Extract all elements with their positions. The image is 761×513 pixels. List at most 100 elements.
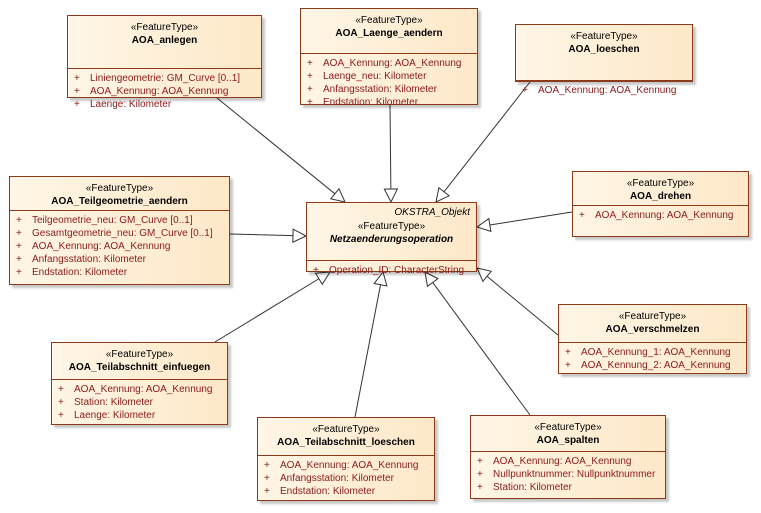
class-teilabschnitt-loeschen[interactable]: «FeatureType»AOA_Teilabschnitt_loeschen +… [257,417,435,501]
class-header: «FeatureType»AOA_drehen [573,172,748,203]
visibility-public: + [16,241,22,252]
class-name: AOA_spalten [536,435,600,446]
attribute-row: + AOA_Kennung_2: AOA_Kennung [559,359,746,372]
attribute-text: AOA_Kennung: AOA_Kennung [32,241,171,252]
visibility-public: + [264,460,270,471]
attribute-text: AOA_Kennung: AOA_Kennung [280,460,419,471]
visibility-public: + [16,228,22,239]
class-stereotype: «FeatureType» [85,183,154,194]
attribute-row: +Anfangsstation: Kilometer [301,83,477,96]
generalization-arrowhead [383,188,399,204]
class-attributes: + Liniengeometrie: GM_Curve [0..1]+AOA_Ke… [68,68,261,110]
class-attributes: + AOA_Kennung: AOA_Kennung [516,80,692,96]
class-anlegen[interactable]: «FeatureType»AOA_anlegen + Liniengeometrie… [67,15,262,110]
class-attributes: + AOA_Kennung_1: AOA_Kennung + AOA_Kennung_… [559,342,746,373]
attribute-row: +AOA_Kennung: AOA_Kennung [68,85,261,98]
generalization-line-spalten [432,282,531,416]
visibility-public: + [16,267,22,278]
class-name: AOA_verschmelzen [605,324,700,335]
generalization-line-teilgeometrie-aendern [229,233,294,237]
attribute-row: +Laenge: Kilometer [68,98,261,111]
generalization-arrowhead [424,271,439,288]
generalization-arrowhead [373,270,388,287]
attribute-row: +AOA_Kennung: AOA_Kennung [301,57,477,70]
class-stereotype: «FeatureType» [312,424,380,435]
class-laenge-aendern[interactable]: «FeatureType»AOA_Laenge_aendern +AOA_Kenn… [300,8,478,108]
generalization-line-loeschen [443,81,531,193]
class-teilabschnitt-einfuegen[interactable]: «FeatureType»AOA_Teilabschnitt_einfuegen… [51,342,228,425]
visibility-public: + [565,347,571,358]
class-name: AOA_loeschen [568,44,640,55]
generalization-arrowhead [292,228,308,243]
attribute-text: Endstation: Kilometer [280,486,376,497]
attribute-text: AOA_Kennung_1: AOA_Kennung [581,347,731,358]
visibility-public: + [307,71,313,82]
class-header: «FeatureType»AOA_Teilabschnitt_loeschen [258,418,434,449]
attribute-text: Laenge: Kilometer [90,99,172,110]
attribute-text: Anfangsstation: Kilometer [280,473,394,484]
generalization-line-drehen [489,211,573,226]
class-attributes: + Teilgeometrie_neu: GM_Curve [0..1] + Gesa… [10,210,229,284]
attribute-row: + AOA_Kennung: AOA_Kennung [516,84,692,97]
visibility-public: + [264,486,270,497]
class-stereotype: «FeatureType» [105,349,174,360]
class-stereotype: «FeatureType» [570,31,638,42]
class-stereotype: «FeatureType» [357,221,426,232]
visibility-public: + [579,210,585,221]
visibility-public: + [74,73,80,84]
class-header: «FeatureType»AOA_Laenge_aendern [301,9,477,40]
class-attributes: +AOA_Kennung: AOA_Kennung+Nullpunktnumme… [471,451,665,498]
attribute-row: +Endstation: Kilometer [301,96,477,109]
attribute-row: +Station: Kilometer [52,396,227,409]
visibility-public: + [16,215,22,226]
class-stereotype: «FeatureType» [130,22,199,33]
attribute-row: + Endstation: Kilometer [258,485,434,498]
attribute-text: Endstation: Kilometer [323,97,419,108]
attribute-text: Gesamtgeometrie_neu: GM_Curve [0..1] [32,228,213,239]
class-drehen[interactable]: «FeatureType»AOA_drehen + AOA_Kennung: AOA… [572,171,749,237]
attribute-text: Operation_ID: CharacterString [329,265,465,276]
generalization-arrowhead [314,271,331,286]
attribute-text: Endstation: Kilometer [32,267,128,278]
attribute-row: + AOA_Kennung_1: AOA_Kennung [559,346,746,359]
class-teilgeometrie-aendern[interactable]: «FeatureType»AOA_Teilgeometrie_aendern+T… [9,176,230,285]
attribute-text: AOA_Kennung: AOA_Kennung [493,456,632,467]
generalization-line-laenge-aendern [389,104,392,190]
attribute-row: +Laenge: Kilometer [52,409,227,422]
attribute-row: + AOA_Kennung: AOA_Kennung [258,459,434,472]
visibility-public: + [307,84,313,95]
class-header: «FeatureType»AOA_anlegen [68,16,261,47]
visibility-public: + [16,254,22,265]
attribute-text: Nullpunktnummer: Nullpunktnummer [493,469,656,480]
generalization-arrowhead [329,187,346,203]
attribute-text: Liniengeometrie: GM_Curve [0..1] [90,73,241,84]
class-verschmelzen[interactable]: «FeatureType» AOA_verschmelzen + AOA_Kennun… [558,304,747,374]
visibility-public: + [477,456,483,467]
class-header: «FeatureType»AOA_Teilabschnitt_einfuegen [52,343,227,374]
class-loeschen[interactable]: «FeatureType» AOA_loeschen + AOA_Kennung: A… [515,24,693,96]
class-stereotype: «FeatureType» [618,311,687,322]
attribute-text: AOA_Kennung_2: AOA_Kennung [581,360,731,371]
attribute-row: + Teilgeometrie_neu: GM_Curve [0..1] [10,214,229,227]
attribute-text: AOA_Kennung: AOA_Kennung [74,384,213,395]
attribute-text: AOA_Kennung: AOA_Kennung [538,85,677,96]
generalization-arrowhead [475,217,492,233]
class-netz[interactable]: OKSTRA_Objekt«FeatureType»Netzaenderungs… [306,202,477,276]
generalization-line-teilabschnitt-einfuegen [214,278,320,343]
attribute-text: Teilgeometrie_neu: GM_Curve [0..1] [32,215,193,226]
generalization-arrowhead [476,267,493,283]
visibility-public: + [74,86,80,97]
class-name: AOA_drehen [629,191,692,202]
attribute-row: + AOA_Kennung: AOA_Kennung [10,240,229,253]
attribute-row: +Operation_ID: CharacterString [307,264,476,277]
class-header: «FeatureType»Netzaenderungsoperation [307,203,476,246]
attribute-row: +Station: Kilometer [471,481,665,494]
attribute-text: AOA_Kennung: AOA_Kennung [595,210,734,221]
visibility-public: + [565,360,571,371]
attribute-text: Laenge: Kilometer [74,410,156,421]
class-attributes: +Operation_ID: CharacterString [307,260,476,276]
class-attributes: + AOA_Kennung: AOA_Kennung [573,205,748,236]
class-spalten[interactable]: «FeatureType»AOA_spalten+AOA_Kennung: AO… [470,415,666,499]
visibility-public: + [522,85,528,96]
